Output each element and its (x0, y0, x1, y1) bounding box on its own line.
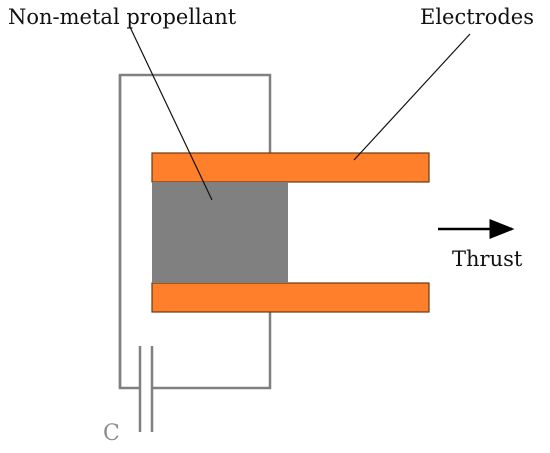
circuit-wires (118, 73, 272, 390)
top-electrode (151, 152, 430, 183)
thrust-label: Thrust (452, 247, 523, 271)
propellant-leader-line (129, 26, 213, 201)
propellant-label: Non-metal propellant (8, 5, 237, 29)
wire-bottom-electrode (152, 312, 272, 390)
capacitor-label: C (103, 421, 120, 446)
electrodes-leader-line (353, 33, 471, 161)
propellant-block (152, 182, 288, 283)
capacitor (138, 346, 154, 432)
bottom-electrode (151, 282, 430, 313)
electrodes-label: Electrodes (420, 5, 534, 29)
